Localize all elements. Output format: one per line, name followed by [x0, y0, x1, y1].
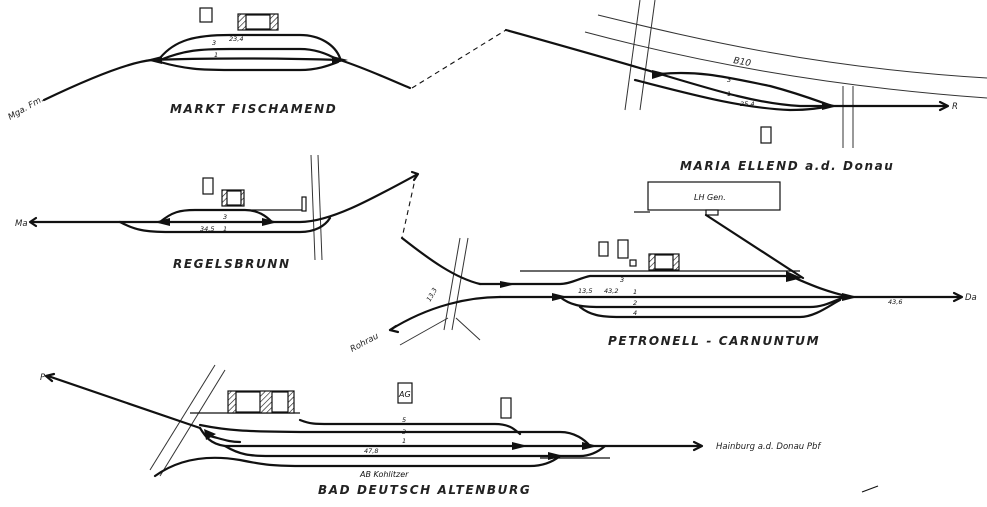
km-label: 34,5	[200, 225, 214, 233]
km-label: 43,2	[604, 287, 618, 295]
station-name: REGELSBRUNN	[173, 257, 291, 271]
station-name: PETRONELL - CARNUNTUM	[608, 334, 820, 348]
building-icon	[199, 7, 213, 23]
track-label: 1	[402, 437, 406, 445]
destination-left: Ma	[15, 219, 28, 229]
mark	[861, 485, 879, 493]
km-label: 23,4	[229, 35, 243, 43]
km-label: 13,3	[425, 286, 439, 303]
building-icon	[202, 177, 214, 195]
station-name: MARKT FISCHAMEND	[170, 102, 337, 116]
km-label: 43,6	[888, 298, 902, 306]
km-label: 13,5	[578, 287, 592, 295]
track-label: 3	[727, 76, 731, 84]
building-icon	[617, 239, 629, 259]
station-name: MARIA ELLEND a.d. Donau	[680, 159, 894, 173]
connection-dashed-1	[411, 29, 507, 89]
station-fischamend: 3 23,4 1 Mga. Fm. MARKT FISCHAMEND	[7, 7, 412, 123]
building-ag	[397, 382, 413, 404]
destination-left: Mga. Fm.	[7, 94, 46, 122]
track-label: 1	[633, 288, 637, 296]
station-name: BAD DEUTSCH ALTENBURG	[318, 483, 531, 497]
road-b10	[597, 14, 987, 79]
track-label: 2	[633, 299, 637, 307]
connection-dashed-2	[401, 174, 417, 239]
road-label: B10	[732, 56, 751, 69]
track-label: 1	[727, 90, 731, 98]
station-maria-ellend: 3 1 25,4 B10 R MARIA ELLEND a.d. Donau	[504, 0, 987, 173]
station-bad-deutsch-altenburg: AG 5 3 1 47,8 AB Kohlitzer P Hainburg a.…	[40, 364, 822, 497]
km-label: 47,8	[364, 447, 378, 455]
building-icon	[500, 397, 512, 419]
building-icon	[760, 126, 772, 144]
building-lh-gen	[647, 181, 781, 211]
destination-left: P	[40, 373, 46, 383]
station-petronell: LH Gen. 3 13,5 43,2 1 2 4 43,6 13,3 Da R…	[349, 181, 977, 355]
siding-label: AB Kohlitzer	[359, 470, 409, 479]
track-label: 3	[620, 276, 624, 284]
building-icon	[598, 241, 609, 257]
track-label: 4	[633, 309, 637, 317]
track-label: 5	[402, 416, 406, 424]
destination-right: R	[952, 102, 958, 112]
km-label: 25,4	[740, 100, 754, 108]
track-label: 1	[214, 51, 218, 59]
destination-right: Hainburg a.d. Donau Pbf	[716, 442, 822, 452]
destination-left: Rohrau	[349, 331, 381, 354]
track-label: 1	[223, 225, 227, 233]
building-label: LH Gen.	[694, 193, 726, 202]
destination-right: Da	[965, 293, 977, 303]
track-label: 3	[212, 39, 216, 47]
station-regelsbrunn: 3 34,5 1 Ma REGELSBRUNN	[15, 154, 420, 271]
building-label: AG	[398, 390, 411, 399]
track-label: 3	[223, 213, 227, 221]
track-label: 3	[402, 428, 406, 436]
